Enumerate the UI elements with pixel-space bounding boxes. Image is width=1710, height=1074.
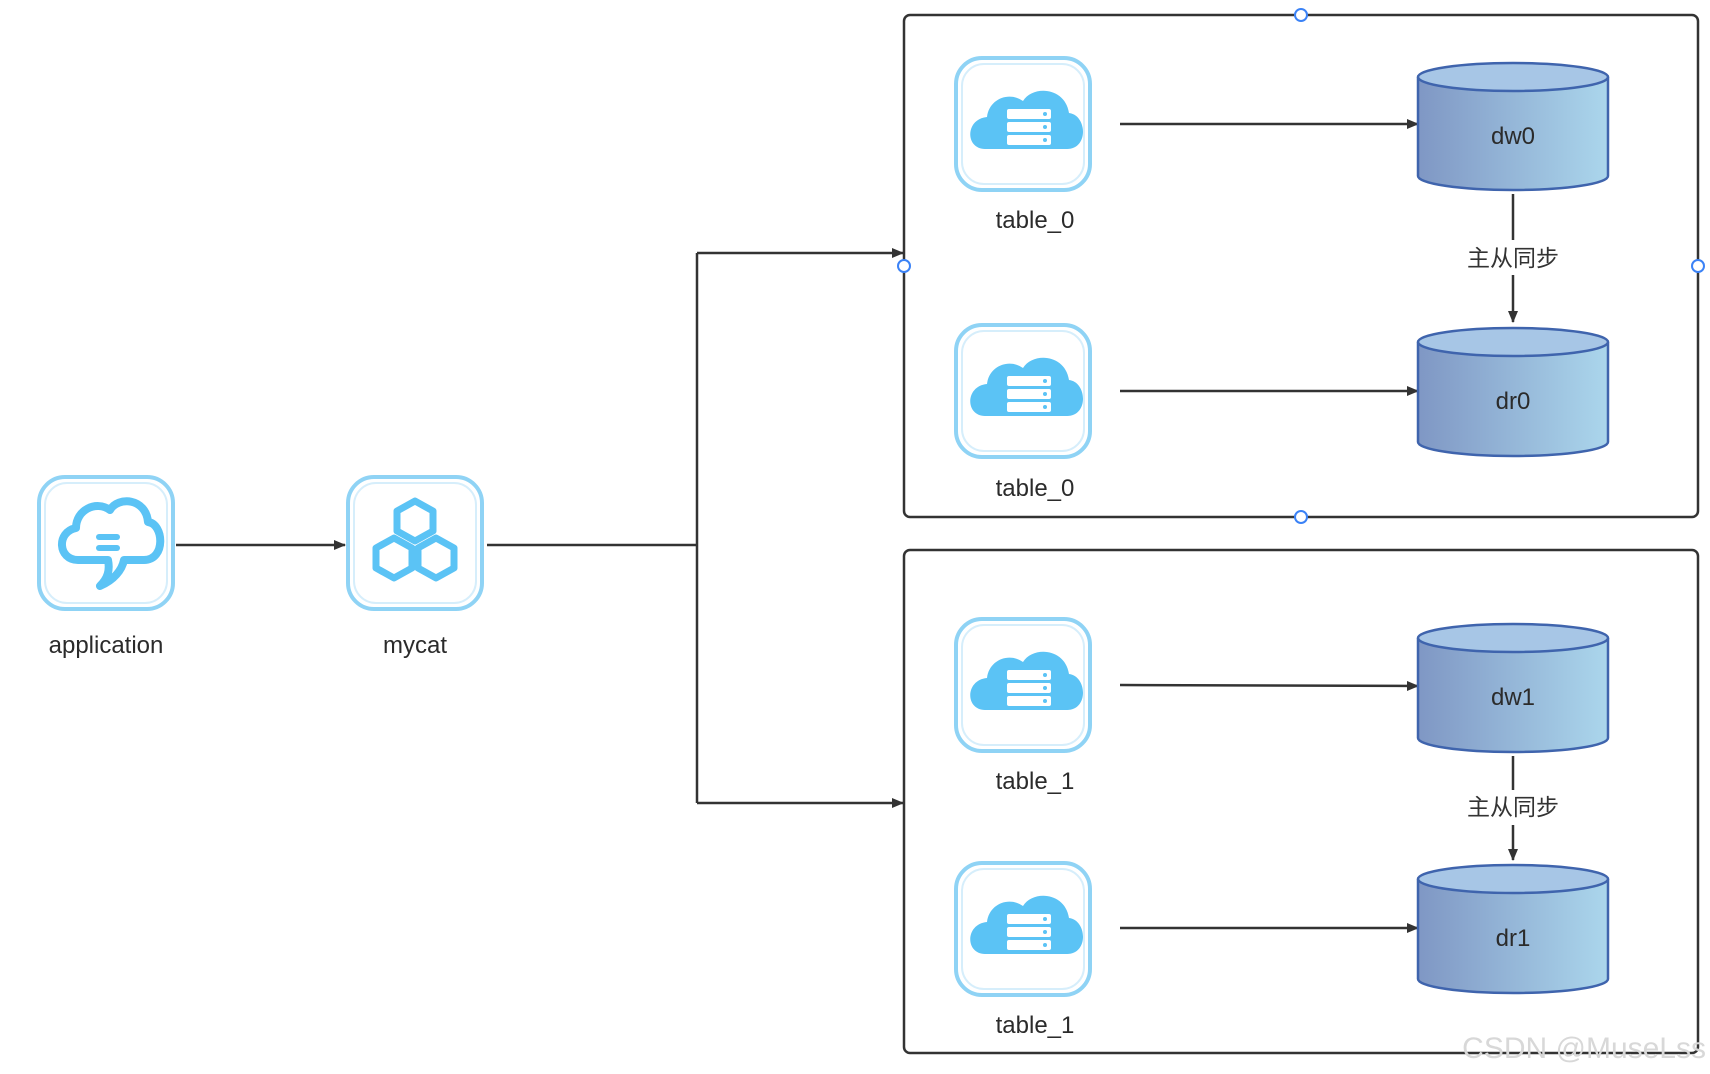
table-node-0-b[interactable] (954, 323, 1092, 459)
hexagon-cluster-icon (372, 497, 458, 582)
database-label-dr1: dr1 (1496, 925, 1531, 952)
database-label-dr0: dr0 (1496, 388, 1531, 415)
database-label-dw0: dw0 (1491, 123, 1535, 150)
handle-top[interactable] (1294, 8, 1308, 22)
database-dr0[interactable]: dr0 (1416, 326, 1610, 458)
mycat-node[interactable] (346, 475, 484, 611)
edge-table1-dw1 (1119, 680, 1419, 691)
watermark: CSDN @MuseLss (1462, 1032, 1706, 1065)
application-label: application (49, 632, 164, 659)
table-label-1-a: table_1 (996, 768, 1075, 795)
sync-label-0: 主从同步 (1467, 246, 1559, 272)
connectors (176, 119, 1518, 933)
database-label-dw1: dw1 (1491, 684, 1535, 711)
table-label-0-b: table_0 (996, 475, 1075, 502)
handle-left[interactable] (897, 259, 911, 273)
database-dr1[interactable]: dr1 (1416, 863, 1610, 995)
database-dw1[interactable]: dw1 (1416, 622, 1610, 754)
mycat-label: mycat (383, 632, 447, 659)
database-dw0[interactable]: dw0 (1416, 61, 1610, 192)
selection-handles[interactable] (897, 8, 1705, 524)
table-node-1-a[interactable] (954, 617, 1092, 753)
chat-cloud-icon (58, 497, 165, 590)
handle-bottom[interactable] (1294, 510, 1308, 524)
handle-right[interactable] (1691, 259, 1705, 273)
application-node[interactable] (37, 475, 175, 611)
table-node-1-b[interactable] (954, 861, 1092, 997)
table-label-0-a: table_0 (996, 207, 1075, 234)
group-box-1[interactable] (902, 548, 1700, 1055)
table-node-0-a[interactable] (954, 56, 1092, 192)
table-label-1-b: table_1 (996, 1012, 1075, 1039)
sync-label-1: 主从同步 (1467, 795, 1559, 821)
